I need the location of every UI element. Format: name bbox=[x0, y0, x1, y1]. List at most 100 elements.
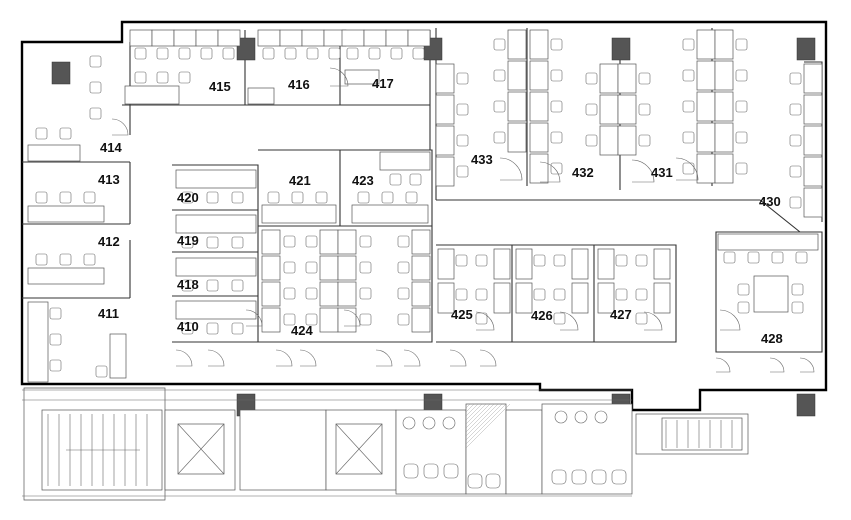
desk-icon bbox=[337, 281, 357, 307]
desk-icon bbox=[571, 248, 589, 280]
toilet-icon bbox=[551, 469, 567, 485]
desk-icon bbox=[385, 29, 409, 47]
chair-icon bbox=[305, 313, 318, 326]
desk-icon bbox=[411, 281, 431, 307]
room-label-411: 411 bbox=[98, 306, 119, 321]
chair-icon bbox=[315, 191, 328, 204]
desk-icon bbox=[529, 91, 549, 122]
room-label-410: 410 bbox=[177, 319, 199, 334]
structural-column-icon bbox=[796, 37, 816, 61]
desk-icon bbox=[435, 94, 455, 125]
chair-icon bbox=[405, 191, 418, 204]
room-label-432: 432 bbox=[572, 165, 594, 180]
chair-icon bbox=[550, 69, 563, 82]
desk-icon bbox=[27, 144, 81, 162]
sink-icon bbox=[554, 410, 568, 424]
chair-icon bbox=[550, 162, 563, 175]
chair-icon bbox=[231, 279, 244, 292]
chair-icon bbox=[550, 131, 563, 144]
door-swing-icon bbox=[479, 349, 497, 367]
room-label-414: 414 bbox=[100, 140, 122, 155]
chair-icon bbox=[359, 261, 372, 274]
chair-icon bbox=[735, 162, 748, 175]
sink-icon bbox=[442, 416, 456, 430]
chair-icon bbox=[735, 131, 748, 144]
doors bbox=[111, 67, 815, 373]
chair-icon bbox=[206, 322, 219, 335]
chair-icon bbox=[789, 165, 802, 178]
chair-icon bbox=[635, 288, 648, 301]
desk-icon bbox=[435, 63, 455, 94]
chair-icon bbox=[737, 301, 750, 314]
room-label-421: 421 bbox=[289, 173, 311, 188]
chair-icon bbox=[178, 47, 191, 60]
room-label-428: 428 bbox=[761, 331, 783, 346]
sink-icon bbox=[402, 416, 416, 430]
desk-icon bbox=[261, 281, 281, 307]
chair-icon bbox=[59, 191, 72, 204]
chair-icon bbox=[283, 287, 296, 300]
desk-icon bbox=[337, 229, 357, 255]
chair-icon bbox=[682, 38, 695, 51]
chair-icon bbox=[747, 251, 760, 264]
chair-icon bbox=[638, 72, 651, 85]
chair-icon bbox=[95, 365, 108, 378]
door-swing-icon bbox=[403, 349, 421, 367]
chair-icon bbox=[409, 173, 422, 186]
chair-icon bbox=[735, 69, 748, 82]
desk-icon bbox=[617, 94, 637, 125]
desk-icon bbox=[27, 301, 49, 383]
door-swing-icon bbox=[769, 357, 785, 373]
chair-icon bbox=[723, 251, 736, 264]
structural-column-icon bbox=[611, 37, 631, 61]
door-swing-icon bbox=[631, 159, 655, 183]
room-label-413: 413 bbox=[98, 172, 120, 187]
chair-icon bbox=[49, 307, 62, 320]
desk-icon bbox=[617, 125, 637, 156]
desk-icon bbox=[714, 29, 734, 60]
room-label-433: 433 bbox=[471, 152, 493, 167]
desk-icon bbox=[597, 282, 615, 314]
chair-icon bbox=[493, 38, 506, 51]
door-swing-icon bbox=[343, 309, 361, 327]
chair-icon bbox=[284, 47, 297, 60]
desk-icon bbox=[653, 248, 671, 280]
building-core bbox=[22, 387, 749, 501]
chair-icon bbox=[533, 288, 546, 301]
desk-icon bbox=[599, 63, 619, 94]
chair-icon bbox=[231, 236, 244, 249]
chair-icon bbox=[305, 235, 318, 248]
desk-icon bbox=[803, 94, 823, 125]
chair-icon bbox=[200, 47, 213, 60]
room-label-415: 415 bbox=[209, 79, 231, 94]
desk-icon bbox=[175, 169, 257, 189]
chair-icon bbox=[35, 127, 48, 140]
door-swing-icon bbox=[329, 67, 349, 87]
chair-icon bbox=[368, 47, 381, 60]
desk-icon bbox=[803, 187, 823, 218]
chair-icon bbox=[585, 103, 598, 116]
desk-icon bbox=[319, 307, 339, 333]
desk-icon bbox=[301, 29, 325, 47]
desk-icon bbox=[437, 248, 455, 280]
desk-icon bbox=[341, 29, 365, 47]
desk-icon bbox=[337, 255, 357, 281]
chair-icon bbox=[390, 47, 403, 60]
chair-icon bbox=[791, 301, 804, 314]
chair-icon bbox=[231, 191, 244, 204]
chair-icon bbox=[206, 279, 219, 292]
door-swing-icon bbox=[475, 311, 495, 331]
desk-icon bbox=[437, 282, 455, 314]
desk-icon bbox=[124, 85, 180, 105]
chair-icon bbox=[357, 191, 370, 204]
desk-icon bbox=[696, 153, 716, 184]
chair-icon bbox=[305, 261, 318, 274]
chair-icon bbox=[389, 173, 402, 186]
chair-icon bbox=[49, 359, 62, 372]
chair-icon bbox=[359, 287, 372, 300]
toilet-icon bbox=[423, 463, 439, 479]
chair-icon bbox=[181, 322, 194, 335]
door-swing-icon bbox=[643, 311, 663, 331]
desk-icon bbox=[247, 87, 275, 105]
chair-icon bbox=[455, 288, 468, 301]
